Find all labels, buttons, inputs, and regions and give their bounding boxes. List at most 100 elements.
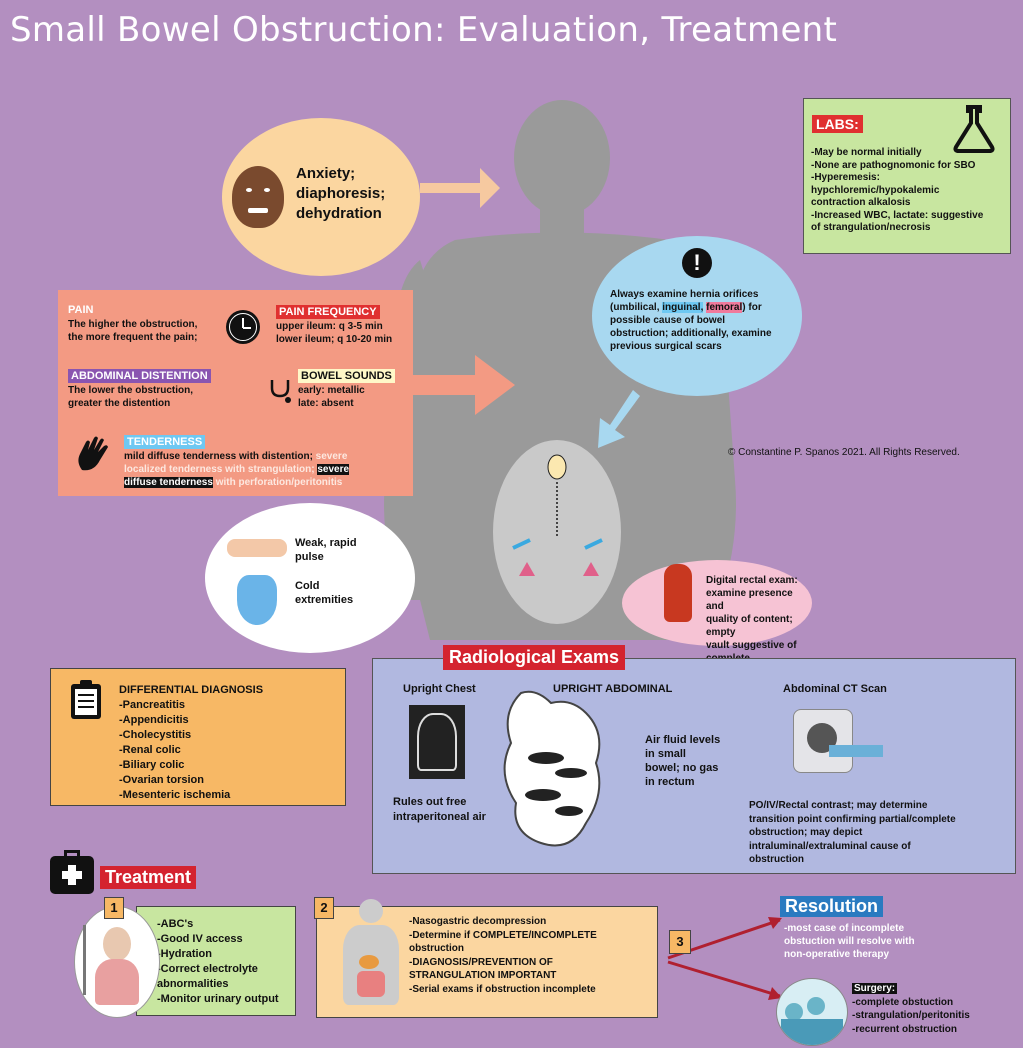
- labs-item: -Increased WBC, lactate: suggestive: [811, 209, 984, 221]
- step1-item: -Good IV access: [157, 933, 243, 945]
- ct-scan-title: Abdominal CT Scan: [783, 683, 887, 695]
- pulse-line1: Weak, rapid: [295, 537, 357, 549]
- cold-hand-thermometer-icon: [237, 575, 277, 625]
- cold-line2: extremities: [295, 594, 354, 606]
- symptom-diaphoresis: diaphoresis;: [296, 185, 386, 202]
- umbilical-label: umbilical,: [613, 302, 660, 313]
- treatment-header: Treatment: [100, 866, 197, 889]
- step2-item: -Serial exams if obstruction incomplete: [409, 983, 596, 995]
- hernia-line3: possible cause of bowel: [610, 315, 726, 326]
- ct-line2: transition point confirming partial/comp…: [749, 813, 956, 825]
- abdominal-xray-bowel-icon: [503, 690, 601, 847]
- distention-line1: The lower the obstruction,: [68, 385, 194, 396]
- step2-item: -DIAGNOSIS/PREVENTION OF: [409, 956, 553, 968]
- pain-header: PAIN: [68, 303, 94, 317]
- pain-line1: The higher the obstruction,: [68, 319, 198, 330]
- chest-xray-icon: [409, 705, 465, 779]
- step2-number: 2: [314, 897, 334, 919]
- symptom-anxiety: Anxiety;: [296, 165, 356, 182]
- abd-line4: in rectum: [645, 776, 695, 788]
- distention-line2: greater the distention: [68, 398, 171, 409]
- hernia-line5: previous surgical scars: [610, 341, 722, 352]
- labs-item: of strangulation/necrosis: [811, 222, 931, 233]
- step2-item: -Nasogastric decompression: [409, 916, 547, 927]
- copyright: © Constantine P. Spanos 2021. All Rights…: [728, 447, 960, 458]
- radiology-box: Radiological Exams Upright Chest Rules o…: [372, 645, 1016, 874]
- medical-kit-icon: [50, 850, 94, 894]
- step1-item: abnormalities: [157, 978, 229, 990]
- chest-line2: intraperitoneal air: [393, 811, 486, 823]
- differential-diagnosis-box: DIFFERENTIAL DIAGNOSIS -Pancreatitis -Ap…: [50, 668, 346, 806]
- labs-item: contraction alkalosis: [811, 197, 911, 208]
- bowel-sounds-header: BOWEL SOUNDS: [298, 369, 395, 383]
- differential-item: -Biliary colic: [119, 759, 185, 771]
- cold-line1: Cold: [295, 580, 320, 592]
- step1-item: -Correct electrolyte: [157, 963, 258, 975]
- hernia-line4: obstruction; additionally, examine: [610, 328, 772, 339]
- differential-item: -Mesenteric ischemia: [119, 789, 231, 801]
- distention-header: ABDOMINAL DISTENTION: [68, 369, 211, 383]
- resolution-header: Resolution: [780, 896, 883, 917]
- step2-item: obstruction: [409, 943, 464, 954]
- symptoms-bubble: Anxiety; diaphoresis; dehydration: [222, 118, 420, 276]
- rectal-line3: quality of content; empty: [706, 614, 793, 638]
- resolution-line: obstuction will resolve with: [784, 936, 915, 947]
- upright-abdominal-title: UPRIGHT ABDOMINAL: [553, 683, 673, 695]
- step2-item: -Determine if COMPLETE/INCOMPLETE: [409, 929, 597, 941]
- surgery-item: -recurrent obstruction: [852, 1023, 958, 1035]
- abd-line3: bowel; no gas: [645, 762, 719, 774]
- bowel-sounds-early: early: metallic: [298, 385, 365, 396]
- chest-line1: Rules out free: [393, 796, 467, 808]
- wrist-pulse-icon: [227, 539, 287, 557]
- labs-box: LABS: -May be normal initially -None are…: [803, 98, 1011, 254]
- surgery-header: Surgery:: [852, 983, 898, 994]
- clipboard-icon: [71, 680, 101, 719]
- rectal-line4: vault suggestive of: [706, 640, 797, 651]
- stethoscope-icon: [268, 378, 294, 404]
- differential-item: -Renal colic: [119, 744, 181, 756]
- hernia-bubble: ! Always examine hernia orifices (umbili…: [592, 236, 802, 396]
- step2-item: STRANGULATION IMPORTANT: [409, 970, 557, 981]
- tenderness-header: TENDERNESS: [124, 435, 206, 449]
- ct-line4: intraluminal/extraluminal cause of: [749, 840, 911, 852]
- exclamation-icon: !: [682, 248, 712, 278]
- labs-item: -May be normal initially: [811, 147, 922, 158]
- resolution-line: -most case of incomplete: [784, 923, 905, 934]
- hernia-line1: Always examine hernia orifices: [610, 289, 759, 300]
- ct-scanner-icon: [793, 709, 883, 779]
- step1-item: -ABC's: [157, 918, 194, 930]
- surgery-item: -complete obstuction: [852, 996, 954, 1008]
- hernia-orifices-line: (umbilical, inguinal, femoral) for: [610, 302, 762, 313]
- rectal-line2: examine presence and: [706, 588, 793, 612]
- hand-icon: [74, 434, 114, 474]
- differential-item: -Cholecystitis: [119, 729, 192, 741]
- resolution-line: non-operative therapy: [784, 949, 890, 960]
- pulse-bubble: Weak, rapid pulse Cold extremities: [205, 503, 415, 653]
- ct-line5: obstruction: [749, 854, 804, 865]
- radiology-header: Radiological Exams: [443, 645, 626, 670]
- flask-icon: [953, 105, 995, 153]
- step1-item: -Monitor urinary output: [157, 993, 279, 1005]
- treatment-step-2: -Nasogastric decompression -Determine if…: [316, 899, 658, 1018]
- page-title: Small Bowel Obstruction: Evaluation, Tre…: [10, 10, 838, 50]
- rectal-exam-bubble: Digital rectal exam: examine presence an…: [622, 560, 812, 664]
- step1-number: 1: [104, 897, 124, 919]
- differential-item: -Pancreatitis: [119, 699, 186, 711]
- inguinal-label: inguinal,: [662, 302, 704, 313]
- surgery-item: -strangulation/peritonitis: [852, 1010, 970, 1021]
- pain-line2: the more frequent the pain;: [68, 332, 198, 343]
- ct-line3: obstruction; may depict: [749, 827, 863, 838]
- pain-freq-lower: lower ileum; q 10-20 min: [276, 334, 393, 345]
- anxious-face-icon: [232, 166, 284, 228]
- pulse-line2: pulse: [295, 551, 324, 563]
- pain-freq-upper: upper ileum: q 3-5 min: [276, 321, 383, 332]
- ct-line1: PO/IV/Rectal contrast; may determine: [749, 800, 928, 811]
- rectum-icon: [664, 564, 692, 622]
- differential-item: -Appendicitis: [119, 714, 189, 726]
- differential-item: -Ovarian torsion: [119, 774, 204, 786]
- step3-number: 3: [669, 930, 691, 954]
- symptom-dehydration: dehydration: [296, 205, 382, 222]
- abd-line1: Air fluid levels: [645, 734, 721, 746]
- femoral-label: femoral: [706, 302, 743, 313]
